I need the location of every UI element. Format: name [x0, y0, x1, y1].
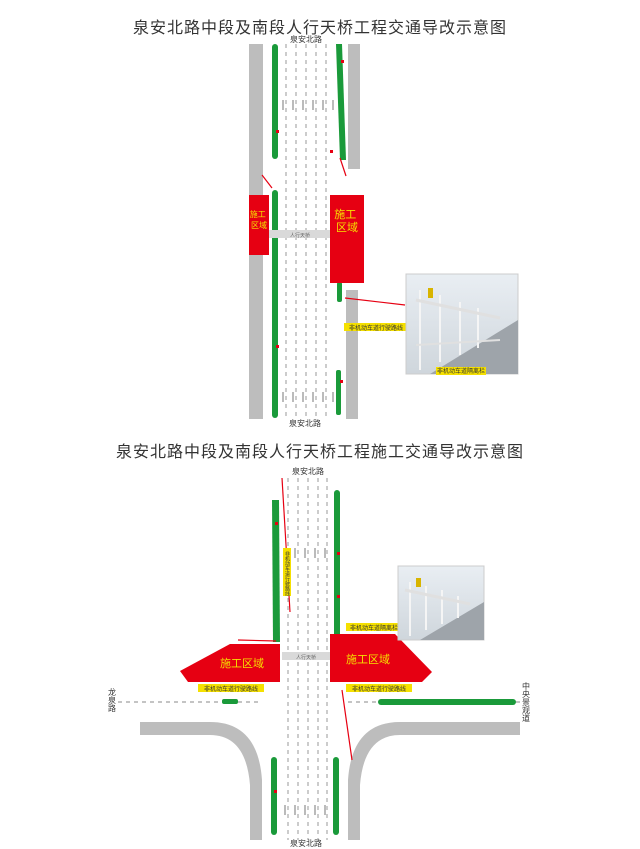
- work-zone-right-bottom-label: 施工区域: [346, 653, 390, 666]
- median-right-mid: [337, 282, 342, 302]
- red-markers-bottom: [274, 522, 340, 793]
- crosswalk-top: [282, 100, 334, 402]
- pedestrian-bridge-top: [262, 230, 338, 238]
- road-label-top-north: 泉安北路: [290, 34, 322, 44]
- work-zone-left-top-label: 施工 区域: [250, 209, 269, 230]
- bike-lane-barrier-label-bg-bottom: [346, 623, 402, 631]
- median-side-right: [378, 699, 516, 705]
- pedestrian-bridge-bottom: [282, 652, 330, 660]
- bike-lane-line-label-bg-vertical: [283, 548, 291, 596]
- road-label-bottom-south: 泉安北路: [290, 838, 322, 848]
- red-markers-top: [276, 60, 344, 383]
- curb-corner-right: [348, 722, 520, 840]
- road-label-bottom-north: 泉安北路: [292, 466, 324, 476]
- work-zone-right-top-label: 施工 区域: [334, 208, 360, 234]
- work-zone-left-bottom-label: 施工区域: [220, 657, 264, 670]
- bottom-diagram: 人行天桥 施工区域 施工区域 泉安北路 泉安北路 非机动车道行驶路线 非机动车道…: [108, 466, 531, 848]
- curb-corner-left: [140, 722, 262, 840]
- diagram-title-bottom: 泉安北路中段及南段人行天桥工程施工交通导改示意图: [115, 442, 524, 461]
- median-left-lower-bottom: [271, 757, 277, 835]
- bike-lane-line-label-left: 非机动车道行驶路线: [204, 685, 258, 693]
- median-right-upper-bottom: [334, 490, 340, 642]
- curb-right-top: [348, 44, 360, 169]
- median-left-lower: [272, 190, 278, 418]
- traffic-arrows-top: [261, 157, 406, 306]
- work-zone-left-top-line2: 区域: [251, 220, 267, 230]
- pedestrian-bridge-label-top: 人行天桥: [290, 232, 310, 239]
- work-zone-left-top: [249, 195, 269, 255]
- pedestrian-bridge-label-bottom: 人行天桥: [296, 654, 316, 661]
- crosswalk-bottom: [284, 548, 326, 815]
- work-zone-right-top: [330, 195, 364, 283]
- work-zone-left-top-line1: 施工: [250, 209, 266, 219]
- diagram-title-top: 泉安北路中段及南段人行天桥工程交通导改示意图: [132, 18, 507, 37]
- bike-lane-line-label-top: 非机动车道行驶路线: [349, 324, 403, 332]
- median-left-upper: [272, 44, 278, 159]
- side-road-right-label: 中央景观道: [522, 681, 531, 723]
- top-diagram: 人行天桥 施工 区域 施工 区域 泉安北路 泉安北路 非机动车道行驶路线: [249, 34, 519, 428]
- bike-lane-line-label-bg-right: [346, 684, 412, 692]
- barrier-photo-bottom: [397, 565, 485, 641]
- median-side-left: [222, 699, 238, 704]
- bike-lane-barrier-label-bottom: 非机动车道隔离栏: [350, 624, 398, 632]
- median-right-lower: [336, 370, 341, 415]
- barrier-photo-top: 非机动车道隔离栏: [405, 273, 519, 375]
- bike-lane-line-label-right: 非机动车道行驶路线: [352, 685, 406, 693]
- median-right-upper: [336, 44, 346, 160]
- curb-right-top-lower: [346, 290, 358, 419]
- work-zone-right-bottom: [330, 634, 432, 682]
- bike-lane-line-label-bg-top: [344, 323, 408, 331]
- side-road-left-label: 龙泉路: [108, 687, 117, 712]
- median-right-lower-bottom: [333, 757, 339, 835]
- work-zone-left-bottom: [180, 644, 280, 682]
- median-left-upper-bottom: [272, 500, 280, 642]
- road-label-top-south: 泉安北路: [289, 418, 321, 428]
- bike-lane-barrier-label-top: 非机动车道隔离栏: [437, 367, 485, 375]
- bike-lane-line-label-bg-left: [198, 684, 264, 692]
- bike-lane-line-label-vertical: 非机动车道行驶路线: [284, 550, 290, 596]
